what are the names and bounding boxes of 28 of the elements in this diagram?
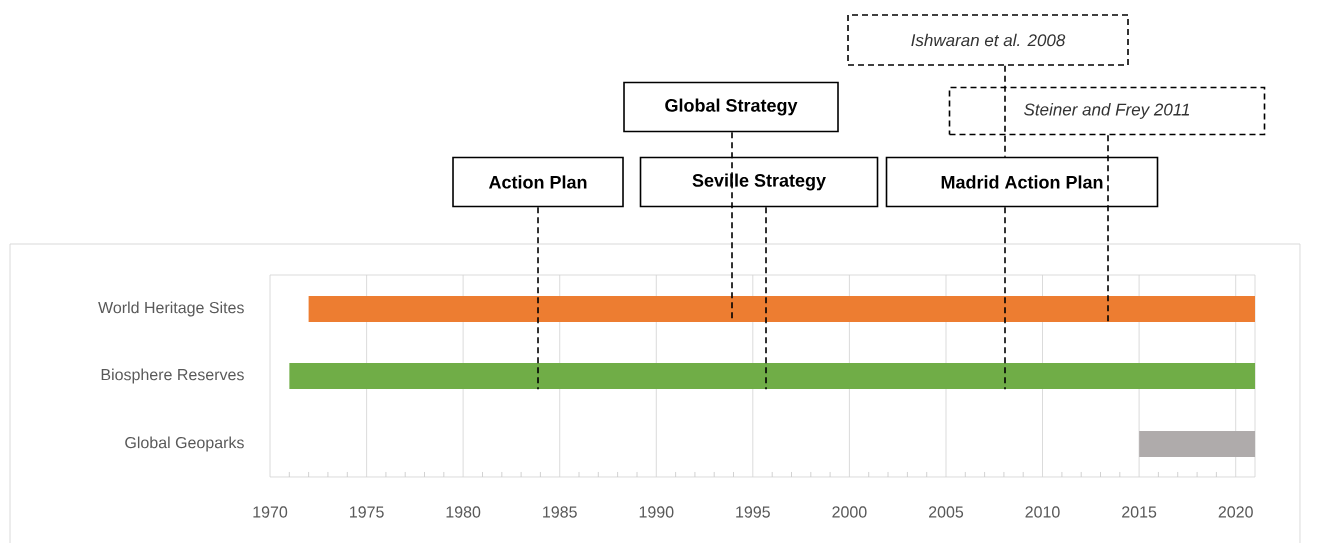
bar <box>308 296 1255 322</box>
milestone-box: Madrid Action Plan <box>885 156 1159 208</box>
axis-tick-label: 2015 <box>1122 506 1157 518</box>
milestone-box: Global Strategy <box>623 81 839 133</box>
axis-tick-label: 2020 <box>1218 506 1253 518</box>
axis-tick-label: 1970 <box>253 506 288 518</box>
leader-line <box>1004 206 1006 390</box>
leader-line <box>1107 134 1109 323</box>
reference-box: Steiner and Frey 2011 <box>948 86 1266 136</box>
axis-tick-label: 1975 <box>350 506 384 518</box>
category-label: World Heritage Sites <box>98 301 244 317</box>
leader-line <box>537 206 539 390</box>
reference-box: Ishwaran et al. 2008 <box>847 14 1129 66</box>
axis-tick-label: 2000 <box>832 506 867 518</box>
category-label: Biosphere Reserves <box>101 368 244 384</box>
category-label: Global Geoparks <box>125 436 244 452</box>
bar <box>289 363 1256 389</box>
milestone-box: Seville Strategy <box>639 156 879 208</box>
leader-line <box>1004 65 1006 158</box>
axis-tick-label: 1995 <box>736 506 770 518</box>
leader-line <box>765 206 767 390</box>
axis-tick-label: 1985 <box>543 506 577 518</box>
axis-tick-label: 2005 <box>929 506 964 518</box>
axis-tick-label: 2010 <box>1025 506 1060 518</box>
axis-tick-label: 1980 <box>446 506 481 518</box>
bar <box>1139 431 1256 457</box>
axis-tick-label: 1990 <box>639 506 674 518</box>
milestone-box: Action Plan <box>452 156 624 208</box>
